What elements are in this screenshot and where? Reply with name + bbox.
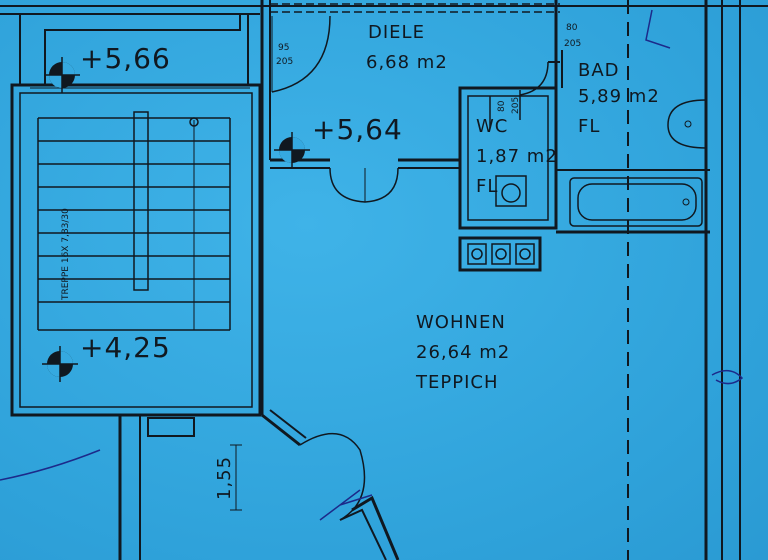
wc-door-height: 205	[511, 96, 521, 114]
room-floor-wohnen: TEPPICH	[416, 372, 499, 393]
diele-door-swing	[271, 15, 331, 93]
level-label-bottom: +4,25	[80, 331, 171, 364]
appliance-block	[458, 236, 542, 272]
dimension-height-mark: 1,55	[214, 455, 235, 500]
stairwell-wall	[10, 83, 262, 417]
room-area-wohnen: 26,64 m2	[416, 342, 511, 363]
pen-annotations	[0, 9, 744, 521]
wc-wall	[458, 86, 558, 230]
diele-door-width: 95	[278, 43, 290, 53]
toilet-icon	[495, 175, 527, 207]
bad-door-width: 80	[566, 23, 578, 33]
diele-door-height: 205	[276, 57, 294, 67]
stair-treads	[37, 111, 231, 331]
bad-door-height: 205	[564, 39, 582, 49]
room-name-wc: WC	[476, 116, 509, 137]
wc-door-width: 80	[497, 100, 507, 112]
level-label-top: +5,66	[80, 42, 171, 75]
room-area-diele: 6,68 m2	[366, 52, 448, 73]
room-floor-wc: FL	[476, 176, 499, 197]
room-area-bad: 5,89 m2	[578, 86, 660, 107]
room-floor-bad: FL	[578, 116, 601, 137]
sink-icon	[667, 99, 707, 149]
level-label-landing: +5,64	[312, 113, 403, 146]
room-area-wc: 1,87 m2	[476, 146, 558, 167]
level-marker-landing	[274, 132, 310, 168]
level-marker-bottom	[42, 346, 78, 382]
room-name-wohnen: WOHNEN	[416, 312, 506, 333]
stairs-label: TREPPE 16X 7,83/30	[61, 208, 71, 300]
room-name-bad: BAD	[578, 60, 620, 81]
room-name-diele: DIELE	[368, 22, 425, 43]
living-door-swing	[329, 167, 399, 203]
bathtub-icon	[569, 177, 703, 227]
level-marker-top	[44, 57, 80, 93]
